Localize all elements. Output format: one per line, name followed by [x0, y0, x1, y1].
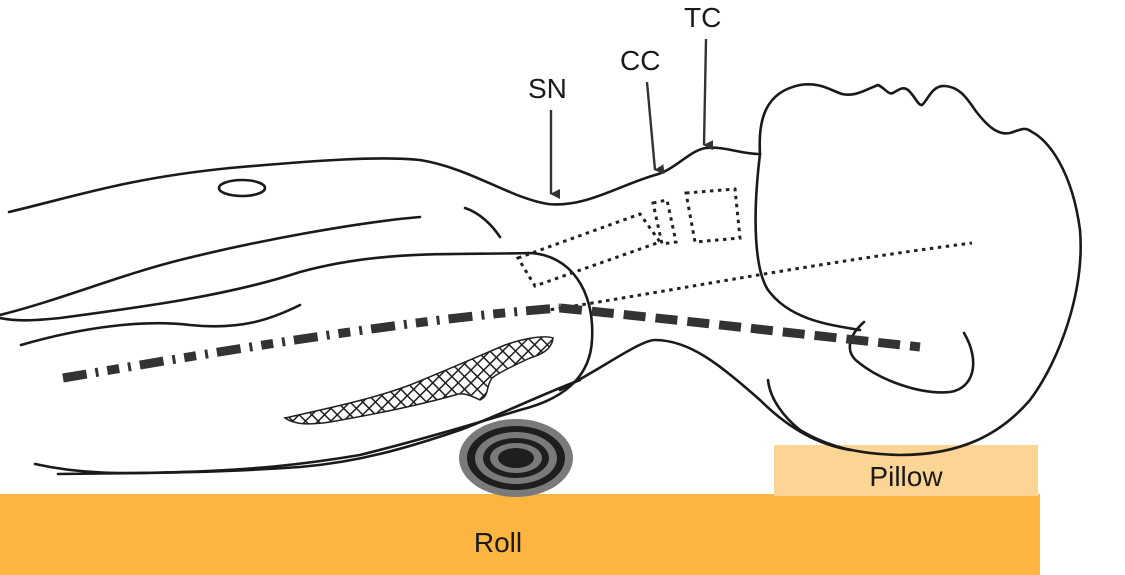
arm-outline — [0, 215, 422, 317]
shoulder-roll-icon — [459, 419, 573, 497]
pillow-label: Pillow — [869, 461, 943, 492]
ear-outline — [848, 320, 975, 394]
chest-outline — [7, 146, 762, 214]
back-lower-line — [56, 378, 582, 476]
scapula-hatch — [283, 336, 554, 425]
head-back-outline — [754, 152, 862, 332]
label-tc: TC — [684, 2, 721, 33]
label-cc: CC — [620, 45, 660, 76]
head-outline — [758, 83, 1082, 457]
clavicle-line — [463, 206, 502, 239]
trachea-outline — [515, 212, 663, 288]
annotation-sn: SN — [528, 73, 567, 199]
nipple-icon — [217, 178, 267, 198]
roll-support — [0, 494, 1040, 575]
back-outline — [19, 303, 302, 347]
head-axis-line — [559, 303, 921, 352]
pillow — [774, 445, 1038, 496]
annotation-tc: TC — [684, 2, 721, 151]
thyroid-outline — [684, 187, 742, 244]
cricoid-outline — [651, 198, 678, 246]
airway-axis-dotted — [534, 241, 973, 314]
annotation-cc: CC — [620, 45, 665, 175]
body-axis-line — [62, 303, 561, 383]
roll-label: Roll — [474, 527, 522, 558]
label-sn: SN — [528, 73, 567, 104]
